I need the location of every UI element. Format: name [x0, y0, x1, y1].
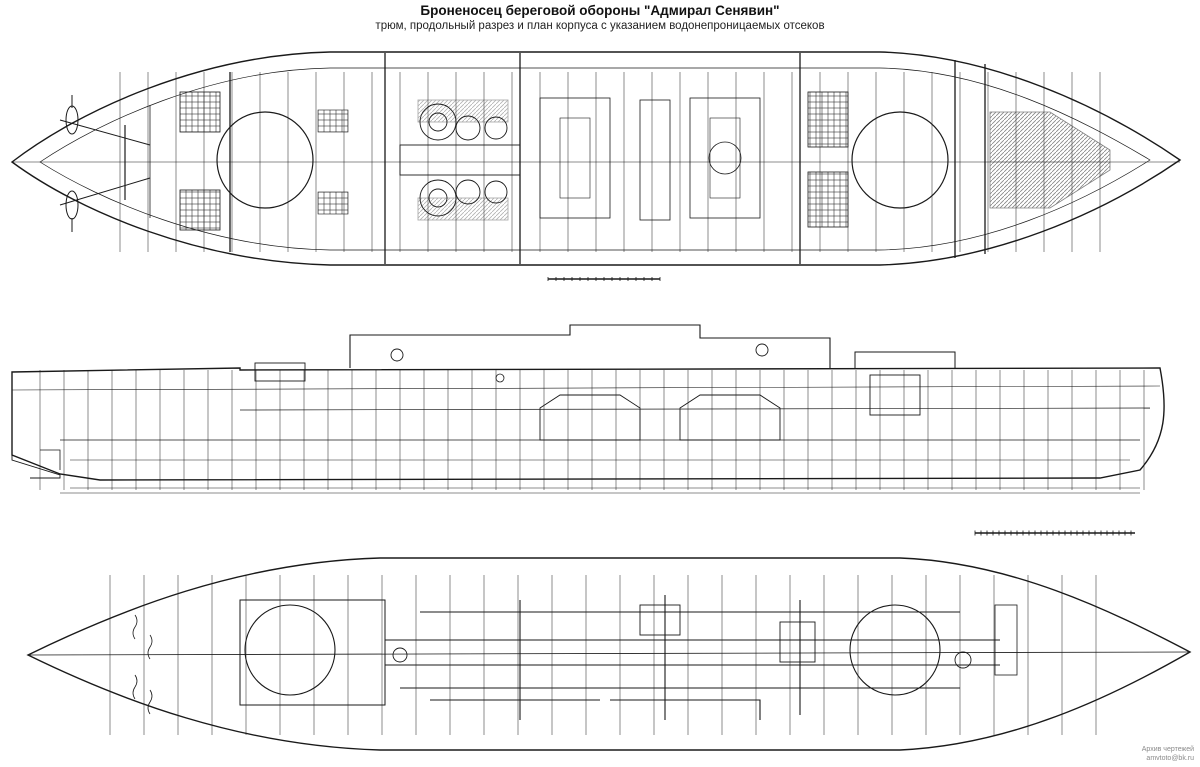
hold-plan-hull-outline [10, 51, 1182, 266]
longitudinal-section-view [11, 324, 1165, 494]
engine-room [399, 99, 521, 221]
hull-plan-view [26, 557, 1192, 751]
aft-turret-ring [216, 111, 314, 209]
hold-plan-inner-hull [39, 67, 1151, 251]
propellers [59, 95, 151, 232]
hull-plan-outline [26, 557, 1192, 751]
fore-barbette-plan [849, 604, 941, 696]
hold-plan-view [10, 51, 1182, 266]
scale-bar-top [547, 277, 661, 281]
credit-line-1: Архив чертежей [1141, 746, 1194, 753]
fore-turret-ring [851, 111, 949, 209]
archive-credit: Архив чертежей amvtoto@bk.ru [1142, 745, 1194, 763]
credit-line-2: amvtoto@bk.ru [1146, 755, 1194, 762]
sheet-title: Броненосец береговой обороны "Адмирал Се… [420, 3, 780, 18]
section-superstructure [349, 324, 831, 368]
section-hull-profile [11, 367, 1165, 481]
aft-barbette-plan [244, 604, 336, 696]
scale-bar-mid [974, 530, 1135, 536]
sheet-subtitle: трюм, продольный разрез и план корпуса с… [375, 20, 825, 32]
